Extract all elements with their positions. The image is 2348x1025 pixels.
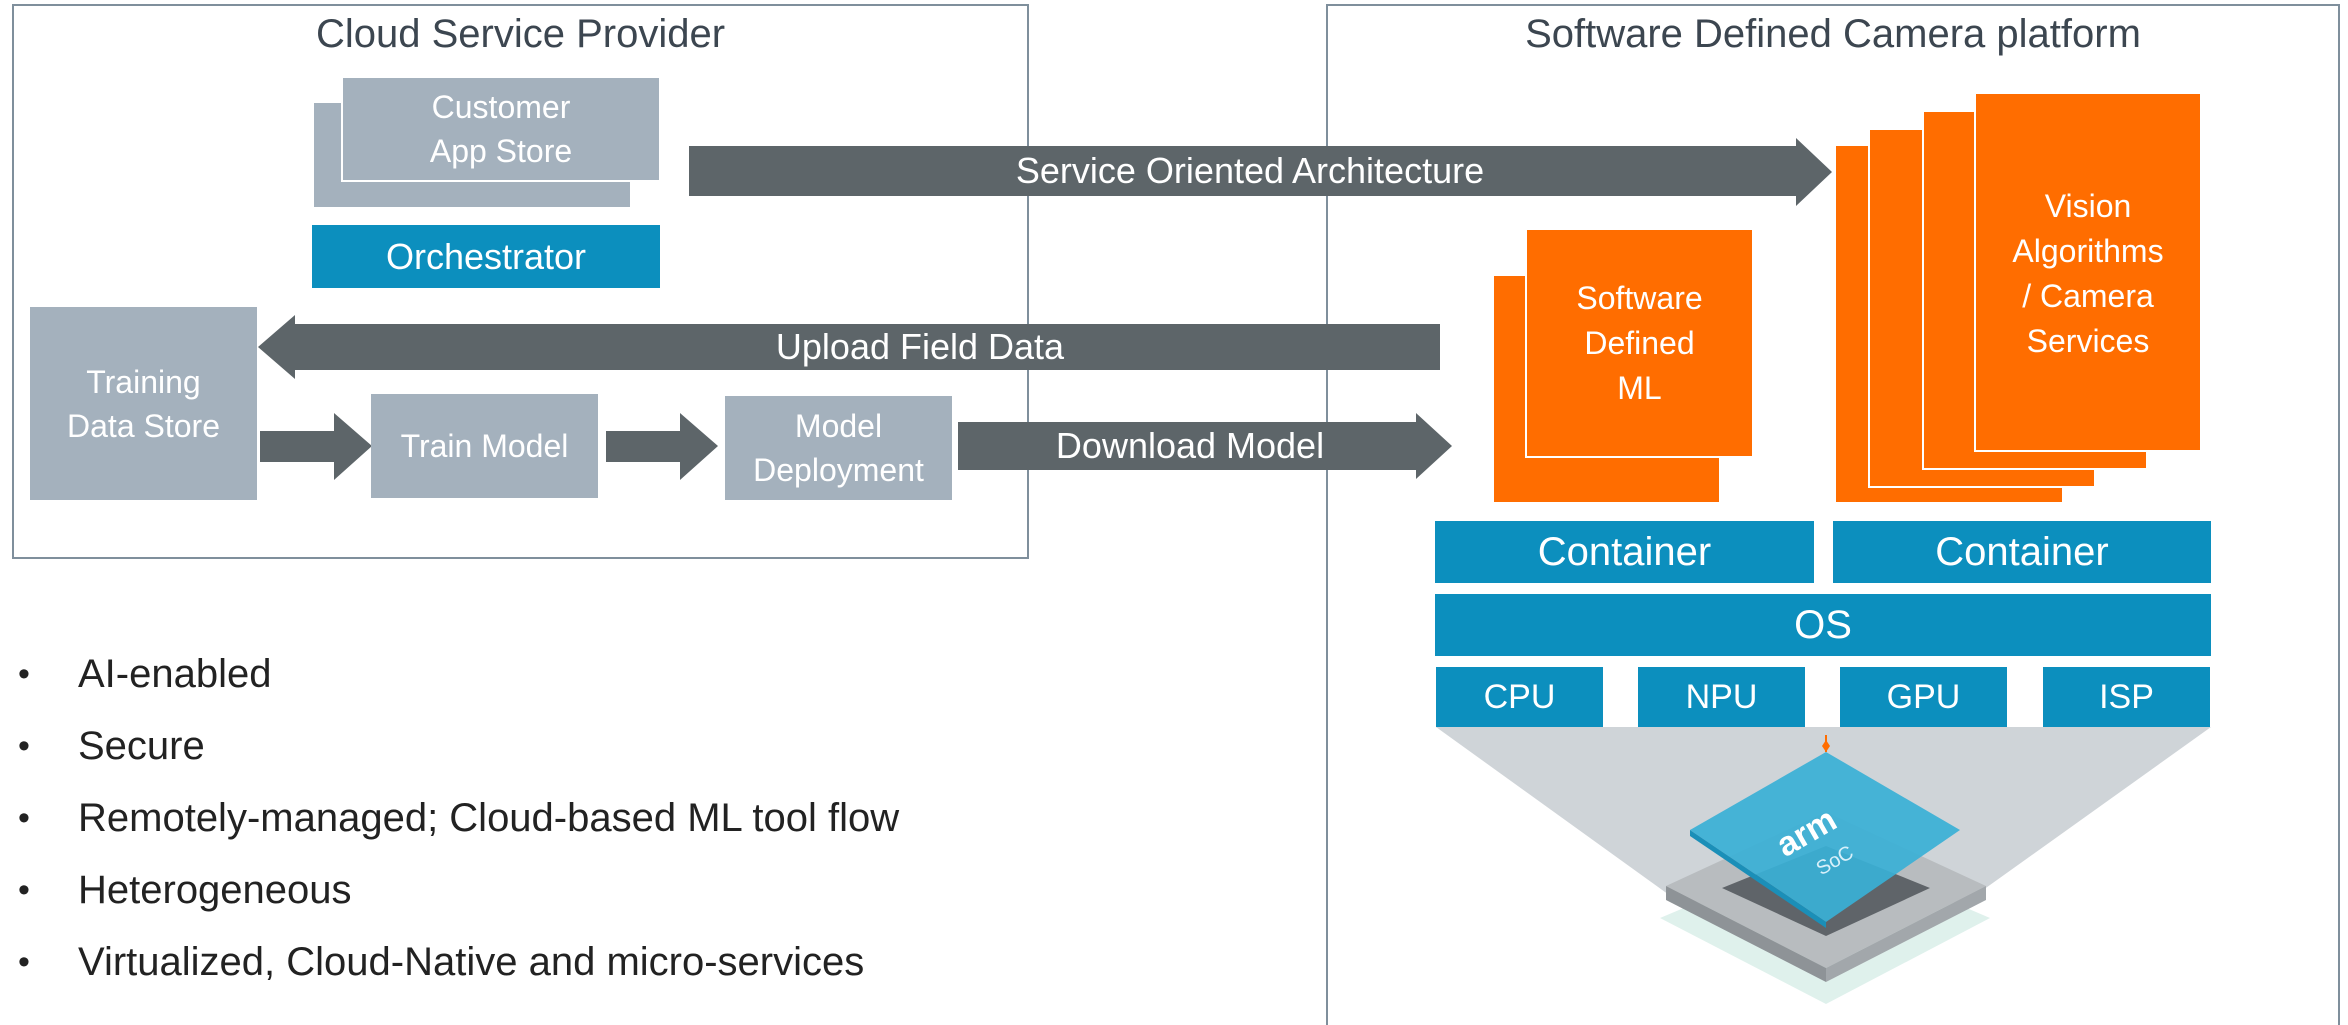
- download-model-arrow: [958, 413, 1452, 479]
- chip-package-side: [1666, 886, 1826, 982]
- camera-panel-title: Software Defined Camera platform: [1525, 12, 2141, 56]
- chip-package-side-right: [1826, 886, 1986, 982]
- bullet-glyph: •: [18, 655, 30, 693]
- bullet-text: AI-enabled: [78, 652, 272, 696]
- bullet-text: Remotely-managed; Cloud-based ML tool fl…: [78, 796, 900, 840]
- service-oriented-arrow-label: Service Oriented Architecture: [1015, 150, 1485, 191]
- gpu-box: GPU: [1840, 667, 2007, 727]
- orchestrator-box: Orchestrator: [312, 225, 660, 288]
- vision-algorithms-box: Vision Algorithms / Camera Services: [1974, 92, 2202, 452]
- bullet-text: Virtualized, Cloud-Native and micro-serv…: [78, 940, 865, 984]
- customer-app-store-box: Customer App Store: [341, 76, 661, 182]
- cpu-box: CPU: [1436, 667, 1603, 727]
- container-left-box: Container: [1435, 521, 1814, 583]
- bullet-glyph: •: [18, 871, 30, 909]
- software-defined-camera-panel: [1326, 4, 2340, 1025]
- bullet-glyph: •: [18, 799, 30, 837]
- train-model-box: Train Model: [371, 394, 598, 498]
- to-model-deployment-arrow: [606, 413, 718, 480]
- bullet-item: • Heterogeneous: [18, 854, 1218, 926]
- software-defined-ml-box: Software Defined ML: [1525, 228, 1754, 458]
- download-model-arrow-label: Download Model: [1055, 425, 1325, 466]
- isp-box: ISP: [2043, 667, 2210, 727]
- bullet-glyph: •: [18, 727, 30, 765]
- bullet-item: • AI-enabled: [18, 638, 1218, 710]
- bullet-text: Heterogeneous: [78, 868, 352, 912]
- to-train-model-arrow: [260, 413, 372, 480]
- bullet-glyph: •: [18, 943, 30, 981]
- service-oriented-arrow: [689, 138, 1832, 206]
- feature-bullet-list: • AI-enabled • Secure • Remotely-managed; C…: [18, 638, 1218, 998]
- soc-layer-edge: [1690, 830, 1826, 928]
- os-box: OS: [1435, 594, 2211, 656]
- cloud-panel-title: Cloud Service Provider: [315, 12, 726, 56]
- model-deployment-box: Model Deployment: [725, 396, 952, 500]
- bullet-text: Secure: [78, 724, 205, 768]
- bullet-item: • Secure: [18, 710, 1218, 782]
- connector-spark: [1822, 740, 1830, 752]
- cloud-service-provider-panel: [12, 4, 1029, 559]
- upload-field-data-arrow-label: Upload Field Data: [775, 326, 1065, 367]
- container-right-box: Container: [1833, 521, 2211, 583]
- upload-field-data-arrow: [258, 315, 1440, 379]
- bullet-item: • Remotely-managed; Cloud-based ML tool f…: [18, 782, 1218, 854]
- soc-layer: [1690, 752, 1960, 922]
- bullet-item: • Virtualized, Cloud-Native and micro-ser…: [18, 926, 1218, 998]
- npu-box: NPU: [1638, 667, 1805, 727]
- training-data-store-box: Training Data Store: [30, 307, 257, 500]
